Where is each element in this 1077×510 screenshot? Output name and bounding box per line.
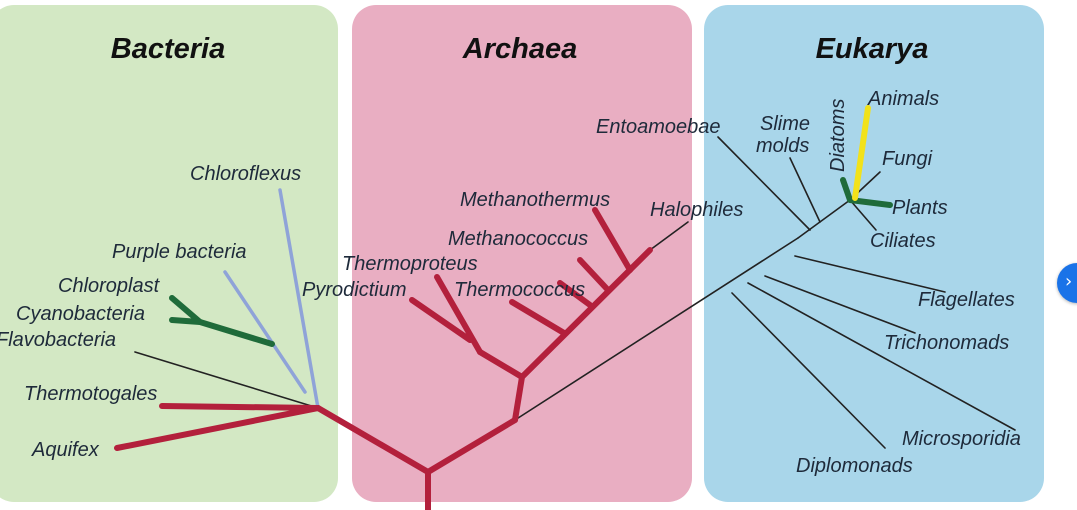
branch-flavobacteria xyxy=(134,351,319,409)
branch-pyrodictium xyxy=(409,297,473,343)
label-flagellates: Flagellates xyxy=(918,289,1015,311)
eukarya-panel xyxy=(704,5,1044,502)
bacteria-title: Bacteria xyxy=(111,33,225,65)
label-microsporidia: Microsporidia xyxy=(902,428,1021,450)
label-halophiles: Halophiles xyxy=(650,199,743,221)
branch-animals xyxy=(852,105,871,201)
label-methanococcus: Methanococcus xyxy=(448,228,588,250)
branch-archaea-eukarya-trunk xyxy=(514,237,799,421)
branch-cyanobacteria-tip xyxy=(169,317,203,325)
root-branches xyxy=(114,207,653,510)
chevron-right-icon: › xyxy=(1065,271,1073,292)
bacteria-panel xyxy=(0,5,338,502)
label-slime: Slime xyxy=(760,113,810,135)
branch-root-archaea xyxy=(425,417,518,475)
branch-entoamoebae xyxy=(717,136,811,231)
branch-slime-molds xyxy=(789,157,821,223)
archaea-panel xyxy=(352,5,692,502)
branch-thermococcus-upper xyxy=(557,280,593,308)
next-image-button[interactable]: › xyxy=(1057,263,1077,303)
branch-trichonomads xyxy=(764,275,916,334)
branch-chloroflexus xyxy=(278,188,320,410)
label-thermococcus: Thermococcus xyxy=(454,279,585,301)
label-diatoms: Diatoms xyxy=(827,99,849,172)
label-fungi: Fungi xyxy=(882,148,933,170)
archaea-title: Archaea xyxy=(462,33,577,65)
label-molds: molds xyxy=(756,135,809,157)
branch-diplomonads xyxy=(731,292,886,449)
branch-plants xyxy=(840,177,893,208)
eukarya-title: Eukarya xyxy=(816,33,929,65)
branch-thermotogales xyxy=(159,403,321,411)
branch-crenarchaeota xyxy=(477,349,525,380)
branch-thermococcus-lower xyxy=(509,299,567,336)
label-plants: Plants xyxy=(892,197,948,219)
label-pyrodictium: Pyrodictium xyxy=(302,279,406,301)
label-chloroplast: Chloroplast xyxy=(58,275,161,297)
label-aquifex: Aquifex xyxy=(31,439,100,461)
branch-halophiles xyxy=(649,221,689,251)
label-animals: Animals xyxy=(867,88,939,110)
label-purple-bacteria: Purple bacteria xyxy=(112,241,247,263)
branch-root-bacteria xyxy=(315,405,431,475)
label-thermotogales: Thermotogales xyxy=(24,383,157,405)
branch-methanothermus xyxy=(592,207,633,273)
label-entoamoebae: Entoamoebae xyxy=(596,116,721,138)
label-ciliates: Ciliates xyxy=(870,230,936,252)
label-methanothermus: Methanothermus xyxy=(460,189,610,211)
branch-methanococcus xyxy=(577,257,611,293)
branch-purple-bacteria xyxy=(223,270,307,394)
label-flavobacteria: Flavobacteria xyxy=(0,329,116,351)
purple-lineage xyxy=(223,188,320,410)
label-chloroflexus: Chloroflexus xyxy=(190,163,301,185)
branch-aquifex xyxy=(114,405,321,451)
label-diplomonads: Diplomonads xyxy=(796,455,913,477)
chloroplast-lineage xyxy=(169,177,893,347)
branch-flagellates xyxy=(794,255,946,293)
label-cyanobacteria: Cyanobacteria xyxy=(16,303,145,325)
branch-microsporidia xyxy=(747,282,1016,431)
branch-ciliates xyxy=(849,199,877,231)
label-trichonomads: Trichonomads xyxy=(884,332,1009,354)
label-thermoproteus: Thermoproteus xyxy=(342,253,478,275)
branch-crown xyxy=(797,199,851,239)
